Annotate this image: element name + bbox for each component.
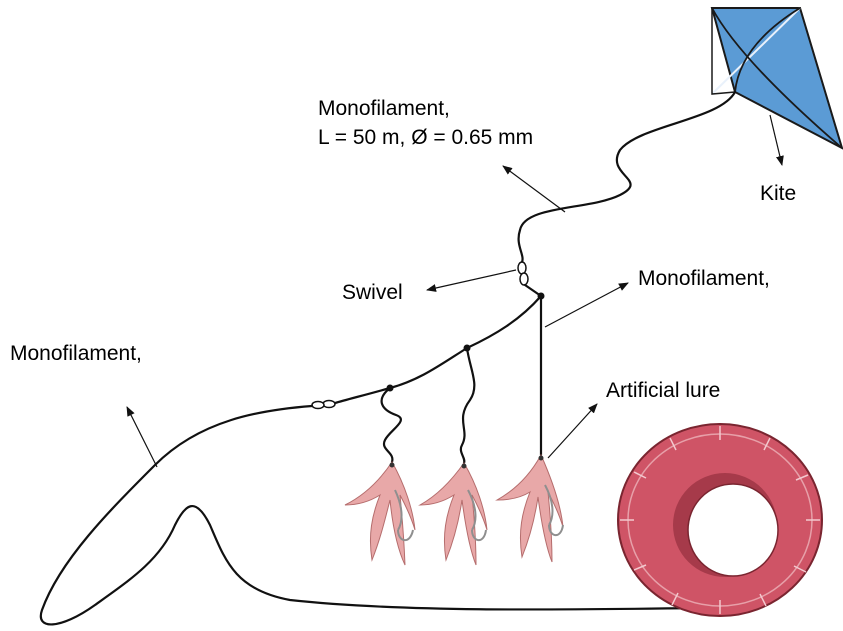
dropper-1 xyxy=(382,388,401,462)
label-main-line-2: L = 50 m, Ø = 0.65 mm xyxy=(318,125,533,151)
label-swivel: Swivel xyxy=(342,280,403,306)
lure-2 xyxy=(420,463,487,565)
label-main-line-1: Monofilament, xyxy=(318,96,450,122)
arrow-lure xyxy=(548,404,597,458)
arrow-main-line xyxy=(503,166,565,212)
label-kite: Kite xyxy=(760,181,796,207)
label-lower-line: Monofilament, xyxy=(10,341,142,367)
swivel-lower xyxy=(312,401,335,409)
arrow-kite xyxy=(770,115,782,165)
swivel-top xyxy=(518,262,528,285)
kite xyxy=(712,8,842,148)
main-line xyxy=(519,92,735,262)
lure-3 xyxy=(497,455,563,562)
label-lure: Artificial lure xyxy=(606,378,720,404)
lower-line xyxy=(41,406,705,624)
dropper-2 xyxy=(461,348,474,463)
arrow-swivel xyxy=(427,270,516,290)
branch-line xyxy=(335,296,541,403)
lure-1 xyxy=(345,462,415,565)
kite-body xyxy=(712,8,842,148)
arrow-branch xyxy=(545,283,628,327)
reel xyxy=(618,424,822,616)
label-branch-line: Monofilament, xyxy=(638,266,770,292)
arrow-lower xyxy=(127,407,157,467)
